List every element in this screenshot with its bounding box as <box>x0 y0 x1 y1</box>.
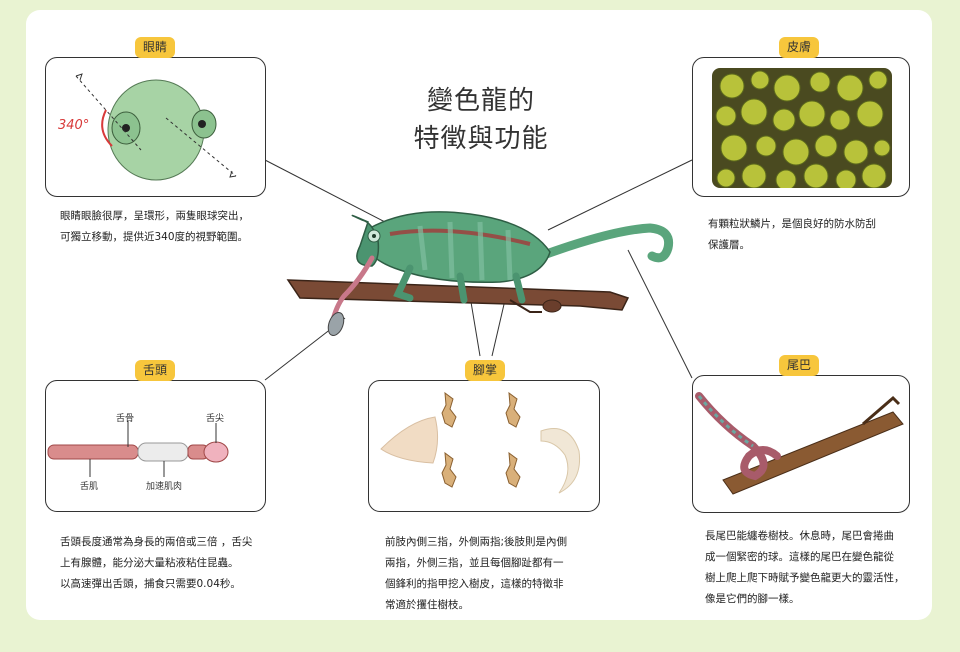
eye-description: 眼睛眼臉很厚，呈環形，兩隻眼球突出， 可獨立移動，提供近340度的視野範圍。 <box>60 206 280 248</box>
skin-connector <box>547 159 693 231</box>
chameleon-body <box>365 211 551 283</box>
tongue-accel-label: 加速肌肉 <box>146 482 183 492</box>
tongue-tag: 舌頭 <box>135 360 176 381</box>
tongue-description: 舌頭長度通常為身長的兩倍或三倍 ，舌尖 上有腺體，能分泌大量粘液粘住昆蟲。 以高… <box>60 532 280 595</box>
branch <box>286 279 630 311</box>
foot-desc-line-2: 兩指，外側三指，並且每個腳趾都有一 <box>385 557 564 569</box>
foot-image-box <box>368 380 600 512</box>
page-title: 變色龍的 特徵與功能 <box>396 82 566 158</box>
title-line-2: 特徵與功能 <box>413 124 549 154</box>
tail-illustration <box>695 392 904 495</box>
tongue-anatomy-illustration <box>47 421 229 477</box>
eye-angle-label: 340° <box>58 118 90 133</box>
chameleon-illustration <box>286 211 674 337</box>
chameleon-tail <box>525 223 674 265</box>
skin-tag: 皮膚 <box>779 37 820 58</box>
foot-tag: 腳掌 <box>465 360 506 381</box>
eye-connector <box>264 159 386 223</box>
tongue-muscle-label: 舌肌 <box>80 482 99 492</box>
skin-image-box <box>692 57 910 197</box>
chameleon-eye-illustration <box>75 73 237 181</box>
tail-desc-line-2: 成一個緊密的球。這樣的尾巴在變色龍從 <box>705 551 894 563</box>
tongue-image-box: 舌骨 舌尖 舌肌 加速肌肉 <box>45 380 266 512</box>
tail-tag: 尾巴 <box>779 355 820 376</box>
eye-image-box: 340° <box>45 57 266 197</box>
skin-desc-line-1: 有顆粒狀鱗片，是個良好的防水防刮 <box>708 218 876 230</box>
eye-desc-line-1: 眼睛眼臉很厚，呈環形，兩隻眼球突出， <box>60 210 249 222</box>
tail-description: 長尾巴能纏卷樹枝。休息時，尾巴會捲曲 成一個緊密的球。這樣的尾巴在變色龍從 樹上… <box>705 526 925 610</box>
tail-connector <box>627 249 693 379</box>
foot-connector-right <box>491 299 506 357</box>
eye-tag: 眼睛 <box>135 37 176 58</box>
foot-description: 前肢內側三指，外側兩指;後肢則是內側 兩指，外側三指，並且每個腳趾都有一 個鋒利… <box>385 532 615 616</box>
foot-desc-line-3: 個鋒利的指甲挖入樹皮，這樣的特徵非 <box>385 578 564 590</box>
foot-connector-left <box>469 295 481 357</box>
tail-desc-line-1: 長尾巴能纏卷樹枝。休息時，尾巴會捲曲 <box>705 530 894 542</box>
skin-desc-line-2: 保護層。 <box>708 239 750 251</box>
eye-desc-line-2: 可獨立移動，提供近340度的視野範圍。 <box>60 231 249 243</box>
title-line-1: 變色龍的 <box>426 86 535 116</box>
tail-desc-line-3: 樹上爬上爬下時賦予變色龍更大的靈活性， <box>705 572 905 584</box>
tongue-desc-line-2: 上有腺體，能分泌大量粘液粘住昆蟲。 <box>60 557 239 569</box>
tongue-desc-line-3: 以高速彈出舌頭，捕食只需要0.04秒。 <box>60 578 241 590</box>
foot-desc-line-4: 常適於攫住樹枝。 <box>385 599 469 611</box>
tongue-desc-line-1: 舌頭長度通常為身長的兩倍或三倍 ，舌尖 <box>60 536 253 548</box>
foot-desc-line-1: 前肢內側三指，外側兩指;後肢則是內側 <box>385 536 568 548</box>
skin-texture-illustration <box>712 68 892 188</box>
tail-image-box <box>692 375 910 513</box>
tongue-bone-label: 舌骨 <box>116 414 135 424</box>
tail-desc-line-4: 像是它們的腳一樣。 <box>705 593 800 605</box>
foot-illustration <box>380 391 581 494</box>
tongue-tip-label: 舌尖 <box>206 414 225 424</box>
skin-description: 有顆粒狀鱗片，是個良好的防水防刮 保護層。 <box>708 214 908 256</box>
